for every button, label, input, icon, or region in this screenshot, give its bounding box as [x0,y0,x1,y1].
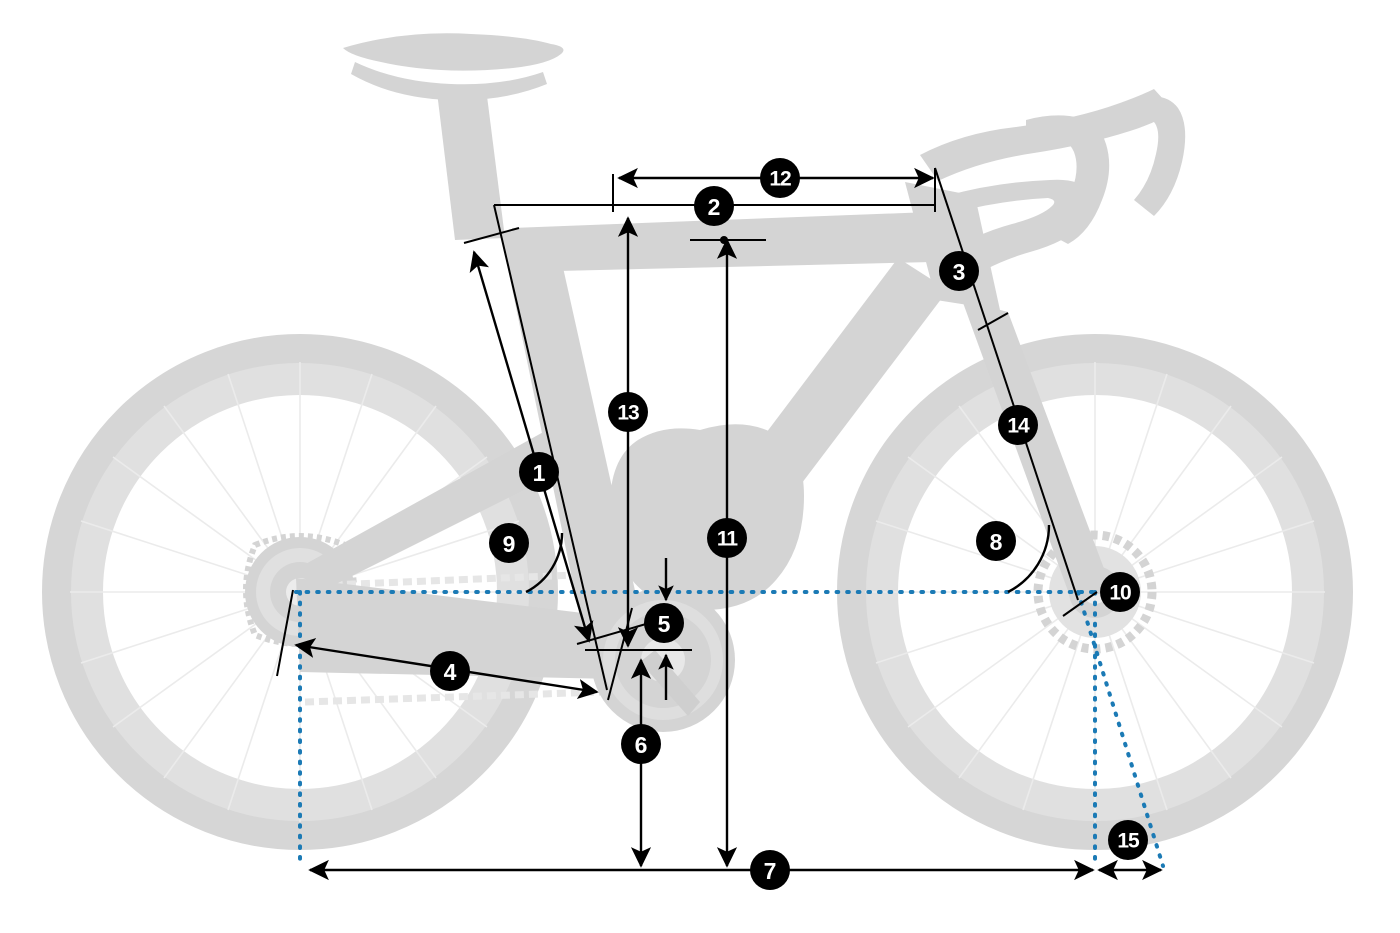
seat-tube-angle-arc [525,532,564,594]
callout-number: 12 [769,168,791,191]
callout-badge[interactable] [644,603,684,643]
callout-badge[interactable] [707,518,747,558]
callout-8[interactable]: 8 [976,521,1016,561]
callout-number: 10 [1109,582,1131,605]
callout-badge[interactable] [694,186,734,226]
seat-tube-dimension [469,250,594,643]
seat-tube-top-tick [463,227,520,244]
callout-number: 15 [1117,830,1140,853]
callout-number: 2 [708,194,721,220]
callout-number: 5 [658,611,671,637]
callout-2[interactable]: 2 [694,186,734,226]
callout-badge[interactable] [1108,820,1148,860]
callout-number: 6 [635,732,648,758]
bb-tick-diag [607,607,633,701]
callout-number: 7 [764,858,777,884]
head-tube-lower-tick [977,312,1009,331]
callout-badge[interactable] [750,850,790,890]
callout-badge[interactable] [760,158,800,198]
callout-10[interactable]: 10 [1100,572,1140,612]
callout-badge[interactable] [519,452,559,492]
callout-badge[interactable] [976,521,1016,561]
rear-axle-tick [276,589,294,677]
callout-3[interactable]: 3 [939,251,979,291]
callout-badge[interactable] [489,523,529,563]
callout-number: 11 [717,528,739,551]
callout-number: 14 [1007,415,1030,438]
callout-number: 4 [444,659,457,685]
callout-badge[interactable] [939,251,979,291]
callout-badge[interactable] [621,724,661,764]
callout-14[interactable]: 14 [998,405,1038,445]
callout-13[interactable]: 13 [608,392,648,432]
callout-number: 13 [617,402,639,425]
bb-tick-left [576,623,647,645]
callout-12[interactable]: 12 [760,158,800,198]
stack-ground-top-point [720,236,728,244]
callout-badge[interactable] [1100,572,1140,612]
callout-4[interactable]: 4 [430,651,470,691]
fork-offset-tick [1062,591,1098,617]
callout-6[interactable]: 6 [621,724,661,764]
callout-badges: 1 2 3 4 5 6 7 [430,158,1148,890]
callout-badge[interactable] [430,651,470,691]
bike-silhouette [42,33,1353,850]
callout-number: 3 [953,259,966,285]
callout-number: 9 [503,531,516,557]
callout-badge[interactable] [608,392,648,432]
callout-5[interactable]: 5 [644,603,684,643]
callout-15[interactable]: 15 [1108,820,1148,860]
callout-badge[interactable] [998,405,1038,445]
head-tube-angle-arc [1007,524,1051,594]
callout-7[interactable]: 7 [750,850,790,890]
head-tube-dimension [934,167,1079,601]
callout-number: 8 [990,529,1003,555]
callout-9[interactable]: 9 [489,523,529,563]
callout-number: 1 [533,460,546,486]
callout-1[interactable]: 1 [519,452,559,492]
reference-lines [294,590,1165,868]
callout-11[interactable]: 11 [707,518,747,558]
